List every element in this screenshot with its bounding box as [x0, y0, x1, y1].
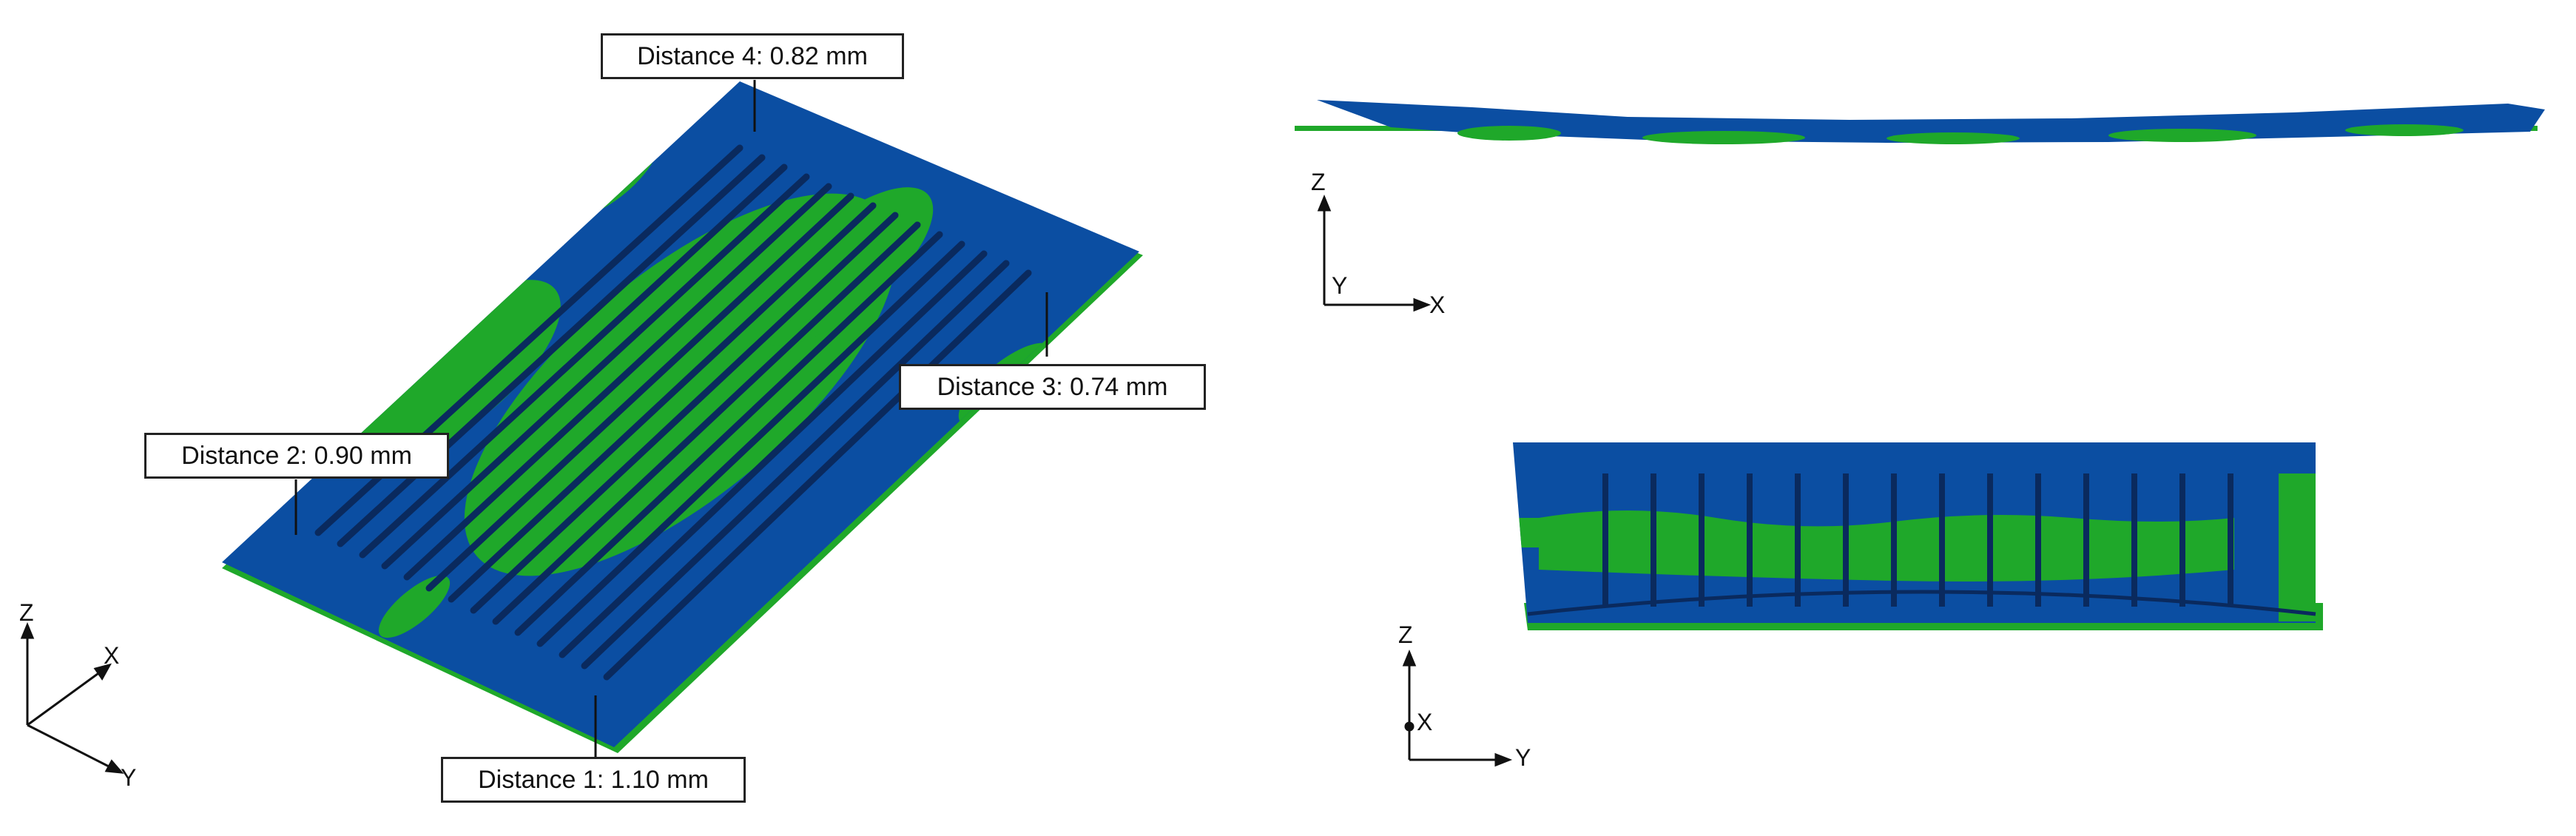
iso-axis-triad [20, 622, 124, 774]
groove [492, 221, 921, 625]
groove [470, 212, 899, 614]
groove-set [314, 144, 1032, 681]
y-arrow-icon [1494, 752, 1513, 767]
callout-distance-4: Distance 4: 0.82 mm [601, 33, 904, 79]
z-arrow-icon [20, 622, 35, 639]
iso-y-label: Y [121, 764, 137, 791]
front-view [1402, 442, 2323, 767]
groove [581, 260, 1010, 670]
callout-distance-3: Distance 3: 0.74 mm [899, 364, 1206, 410]
callout-text: Distance 4: 0.82 mm [637, 41, 868, 70]
groove [381, 173, 810, 570]
front-arc [1527, 590, 2316, 616]
z-arrow-icon [1402, 650, 1417, 667]
groove [403, 183, 832, 581]
callout-distance-1: Distance 1: 1.10 mm [441, 757, 746, 803]
groove [448, 202, 877, 603]
side-view [1295, 100, 2545, 312]
groove [425, 192, 854, 592]
groove [359, 164, 788, 559]
z-arrow-icon [1317, 195, 1332, 212]
front-ribs [1602, 473, 2233, 607]
x-axis-out-icon [1404, 721, 1415, 732]
x-arrow-icon [93, 663, 112, 681]
callout-distance-2: Distance 2: 0.90 mm [144, 433, 449, 479]
isometric-view [20, 80, 1143, 774]
groove [536, 240, 965, 647]
front-deviation [1513, 473, 2316, 621]
groove [559, 250, 988, 658]
front-z-label: Z [1398, 621, 1413, 648]
y-arrow-icon [104, 759, 124, 774]
callout-text: Distance 3: 0.74 mm [937, 372, 1168, 401]
side-x-label: X [1429, 291, 1446, 318]
callout-text: Distance 1: 1.10 mm [478, 765, 709, 794]
side-axis-triad [1317, 195, 1432, 312]
side-y-label: Y [1332, 272, 1348, 299]
callout-leaders [294, 80, 1048, 757]
groove [337, 154, 766, 547]
x-arrow-icon [1413, 297, 1432, 312]
side-z-label: Z [1311, 169, 1326, 195]
side-green-patches [1457, 124, 2464, 144]
front-axis-triad [1402, 650, 1513, 767]
callout-text: Distance 2: 0.90 mm [181, 441, 412, 470]
front-y-label: Y [1515, 744, 1531, 771]
groove [514, 231, 943, 636]
iso-x-label: X [104, 642, 120, 669]
groove [603, 269, 1032, 681]
iso-z-label: Z [19, 599, 34, 626]
front-x-label: X [1417, 709, 1433, 735]
